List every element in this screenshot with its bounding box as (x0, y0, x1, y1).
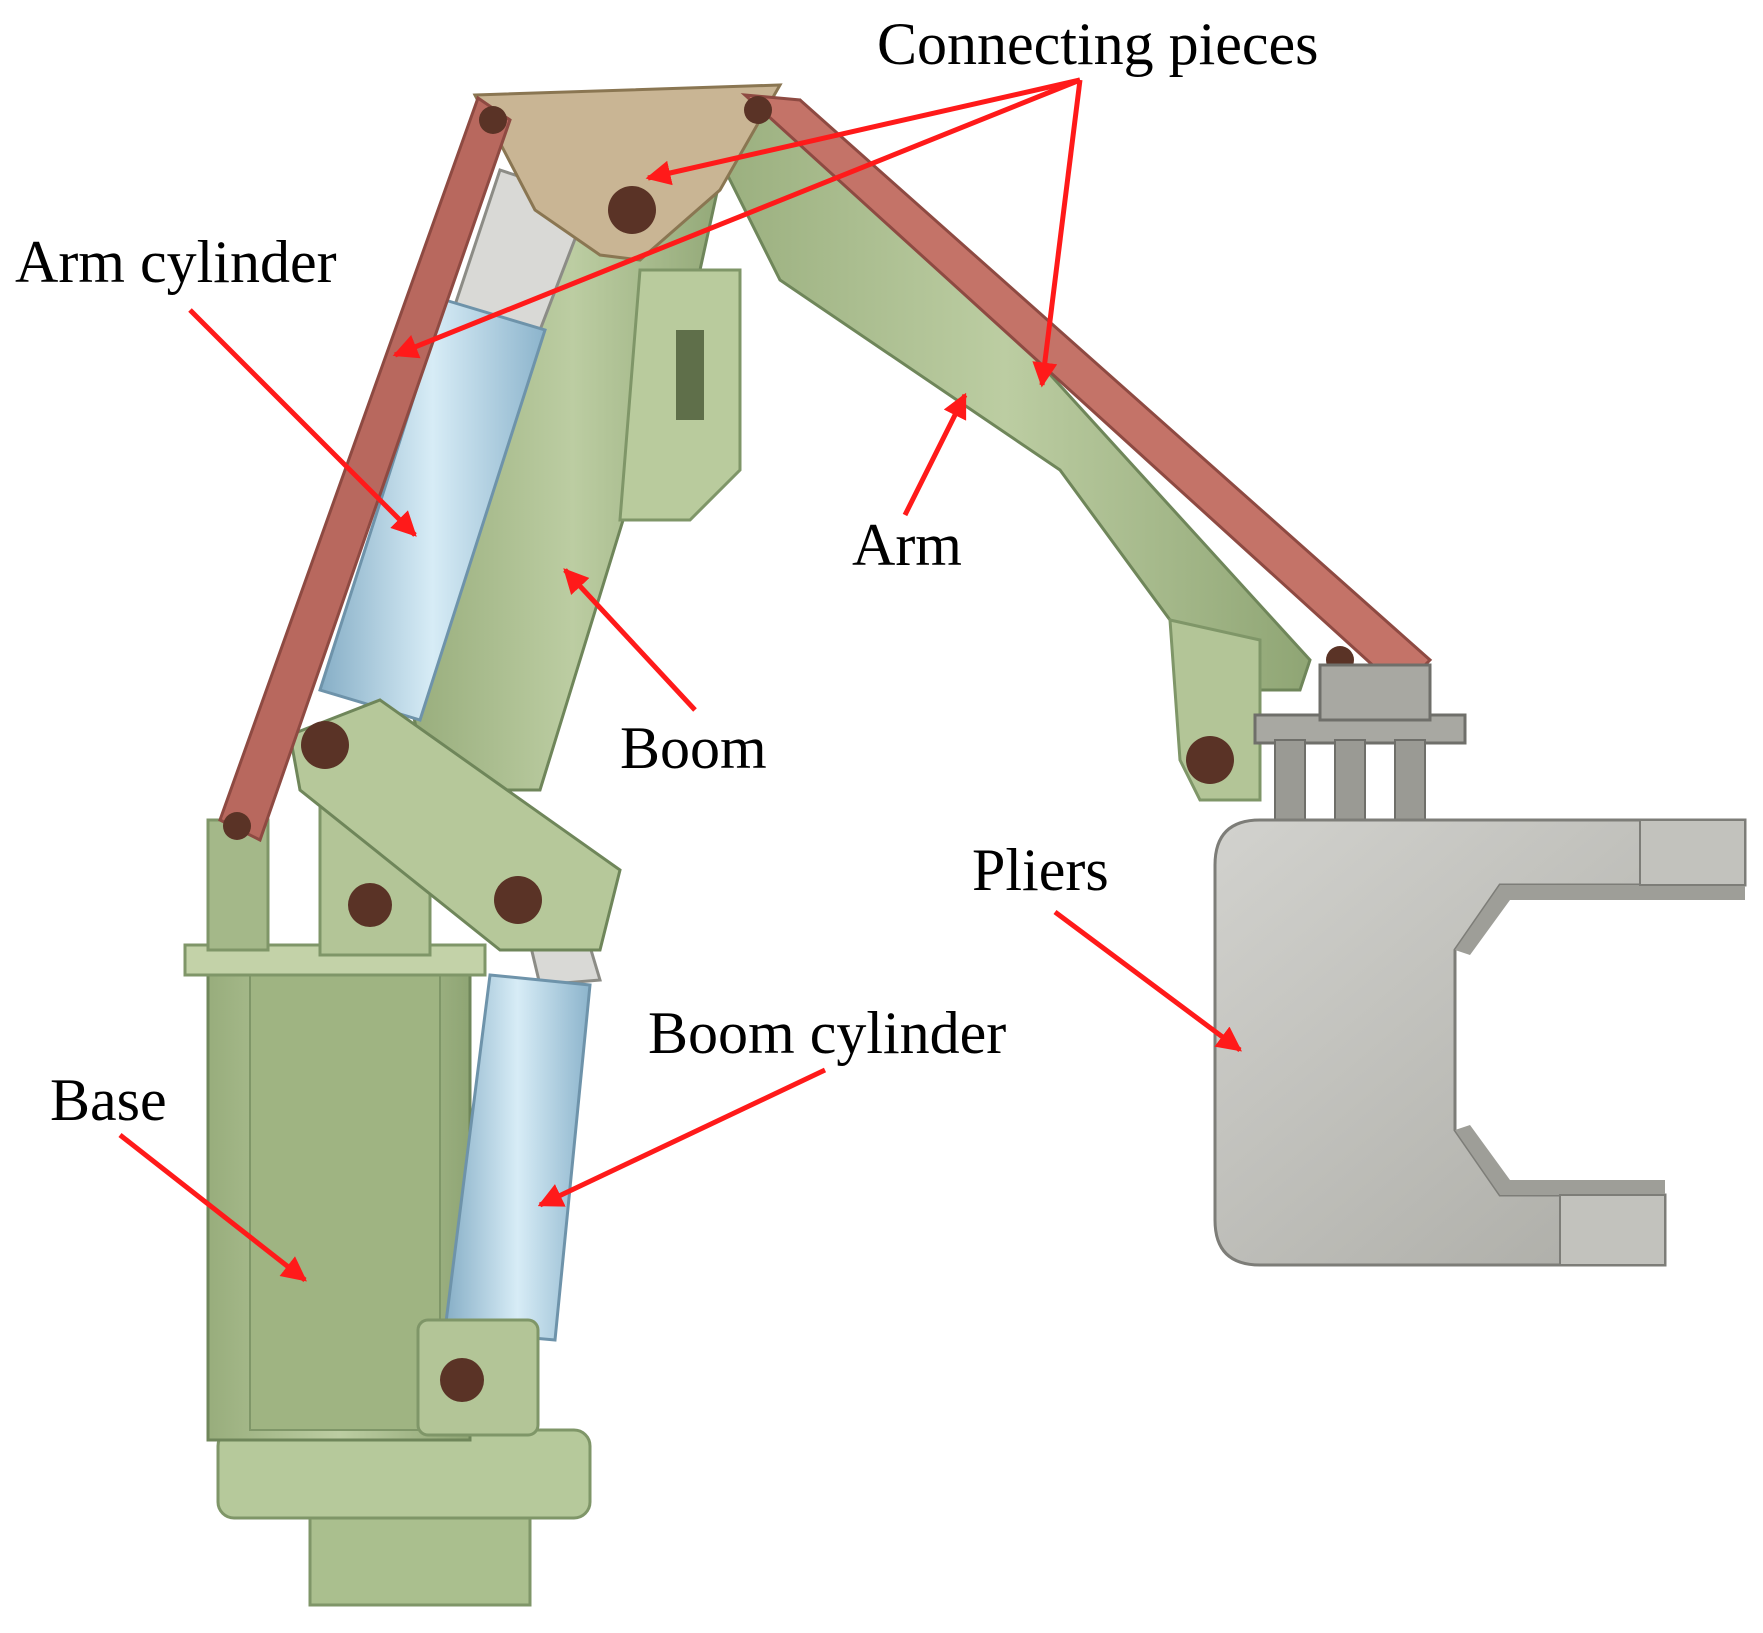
label-boom-cylinder: Boom cylinder (648, 1000, 1007, 1066)
arrow-connecting-pieces-2 (392, 77, 1081, 359)
pliers (1213, 818, 1747, 1267)
top-plate-pin (608, 186, 656, 234)
arrow-arm-cylinder (188, 308, 417, 537)
callout-arrows (118, 77, 1243, 1282)
label-connecting-pieces: Connecting pieces (877, 11, 1319, 77)
base-column-inner (249, 974, 441, 1431)
pliers-lower-jaw-face (1455, 1125, 1665, 1195)
wrist-post-2 (1334, 739, 1366, 821)
wrist-lug (1318, 663, 1432, 722)
label-arm: Arm (852, 512, 962, 578)
right-link-top-pin (744, 96, 772, 124)
pliers-body (1213, 818, 1747, 1267)
boom-slot (676, 330, 704, 420)
label-base: Base (50, 1067, 167, 1133)
base-flange (216, 1428, 592, 1520)
arrow-base (118, 1133, 307, 1282)
arm-end-pin (1186, 736, 1234, 784)
arrow-boom-cylinder (537, 1067, 827, 1208)
pliers-upper-tip (1639, 819, 1746, 886)
arrow-connecting-pieces-1 (645, 77, 1081, 186)
left-link-bottom-pin (223, 812, 251, 840)
wrist-mount (1253, 663, 1467, 821)
lower-link-pin-2 (494, 876, 542, 924)
label-boom: Boom (620, 715, 767, 781)
arrow-connecting-pieces-3 (1032, 79, 1083, 388)
arrow-pliers (1053, 909, 1243, 1053)
lower-link-pin-1 (301, 721, 349, 769)
pliers-lower-tip (1559, 1194, 1666, 1266)
arrow-boom (563, 568, 697, 712)
connecting-links (218, 93, 1433, 843)
base-pin (348, 883, 392, 927)
top-plate-body (472, 83, 783, 262)
boom-cylinder-barrel (443, 973, 592, 1342)
top-connecting-plate (472, 83, 783, 262)
lower-linkage (288, 698, 622, 952)
label-pliers: Pliers (972, 837, 1109, 903)
wrist-post-3 (1394, 739, 1426, 821)
left-link-top-pin (479, 106, 507, 134)
arm-cylinder-barrel (318, 298, 547, 722)
right-connecting-link (740, 93, 1433, 693)
pliers-upper-jaw-face (1455, 885, 1745, 955)
boom-cylinder-lower-pin (440, 1358, 484, 1402)
arm-body (697, 98, 1312, 692)
arm (697, 98, 1312, 802)
arrow-arm (902, 392, 968, 517)
label-arm-cylinder: Arm cylinder (15, 229, 337, 295)
wrist-post-1 (1274, 739, 1306, 821)
